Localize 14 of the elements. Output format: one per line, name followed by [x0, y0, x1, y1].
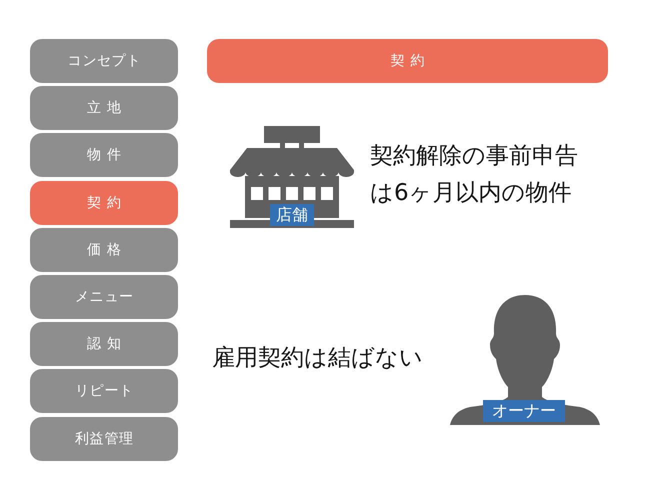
name-tag: 店舗 — [270, 204, 314, 226]
nav-tab: コンセプト — [30, 39, 178, 83]
nav-tab: 利益管理 — [30, 416, 178, 461]
nav-tab: メニュー — [30, 275, 178, 319]
nav-tab: 物件 — [30, 133, 178, 178]
statement-text: 契約解除の事前申告は6ヶ月以内の物件 — [370, 142, 579, 208]
statement-text: 雇用契約は結ばない — [212, 344, 424, 373]
nav-tab: 立地 — [30, 86, 178, 130]
nav-tab: 価格 — [30, 228, 178, 272]
nav-tab: リピート — [30, 369, 178, 414]
title-bar: 契約 — [207, 39, 608, 83]
nav-tab: 認知 — [30, 322, 178, 366]
name-tag: オーナー — [483, 400, 565, 422]
active-nav-tab: 契約 — [30, 180, 178, 225]
